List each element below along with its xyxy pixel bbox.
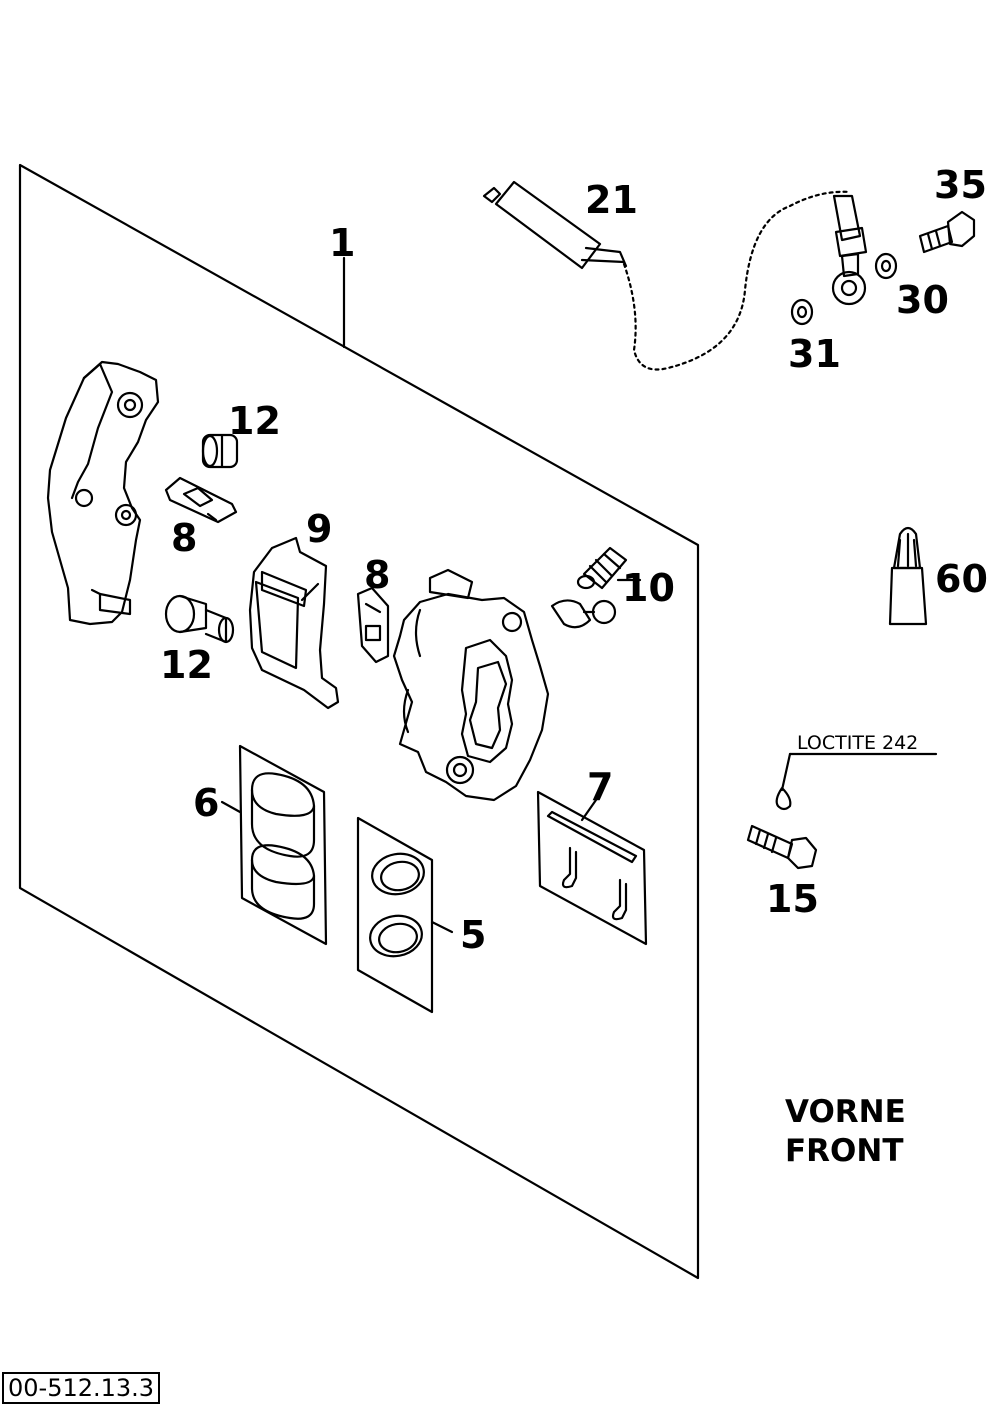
- callout-30: 30: [896, 278, 949, 322]
- callout-35: 35: [934, 163, 987, 207]
- pad-spring-drawing: [164, 476, 238, 524]
- callout-7: 7: [587, 765, 614, 809]
- loctite-droplet: [775, 786, 792, 811]
- callout-8-left: 8: [171, 516, 198, 560]
- loctite-leader-stem: [780, 752, 792, 792]
- callout-1: 1: [329, 221, 356, 265]
- callout-9: 9: [306, 507, 333, 551]
- caliper-kit-panel: [18, 163, 700, 1280]
- slide-pin-drawing: [164, 594, 235, 644]
- callout-5: 5: [460, 913, 487, 957]
- slide-pin-boot-drawing: [201, 433, 239, 469]
- callout-21: 21: [585, 178, 638, 222]
- mounting-bolt-drawing: [746, 824, 818, 870]
- view-label-line-1: VORNE: [785, 1094, 906, 1130]
- brake-hose-drawing: [482, 180, 868, 371]
- callout-6: 6: [193, 781, 220, 825]
- bleeder-valve-drawing: [550, 546, 628, 629]
- caliper-bracket-drawing: [46, 360, 160, 626]
- callout-12-lower: 12: [160, 643, 213, 687]
- brake-pad-drawing: [248, 536, 340, 710]
- view-label-line-2: FRONT: [785, 1132, 904, 1169]
- piston-kit-box-drawing: [220, 744, 328, 946]
- loctite-bottle-drawing: [888, 526, 928, 626]
- callout-12-upper: 12: [228, 399, 281, 443]
- seal-ring-kit-box-drawing: [356, 816, 454, 1014]
- banjo-bolt-drawing: [918, 210, 976, 254]
- pin-clip-kit-box-drawing: [536, 790, 648, 946]
- reference-code: 00-512.13.3: [2, 1372, 161, 1404]
- caliper-housing-drawing: [392, 568, 550, 802]
- washer-31-drawing: [790, 298, 814, 326]
- washer-30-drawing: [874, 252, 898, 280]
- callout-60: 60: [935, 557, 988, 601]
- view-label: VORNE FRONT: [785, 1093, 906, 1171]
- callout-31: 31: [788, 332, 841, 376]
- pad-clip-drawing: [356, 586, 390, 664]
- callout-8-right: 8: [364, 553, 391, 597]
- callout-15: 15: [766, 877, 819, 921]
- loctite-note: LOCTITE 242: [797, 732, 919, 754]
- callout-10: 10: [622, 566, 675, 610]
